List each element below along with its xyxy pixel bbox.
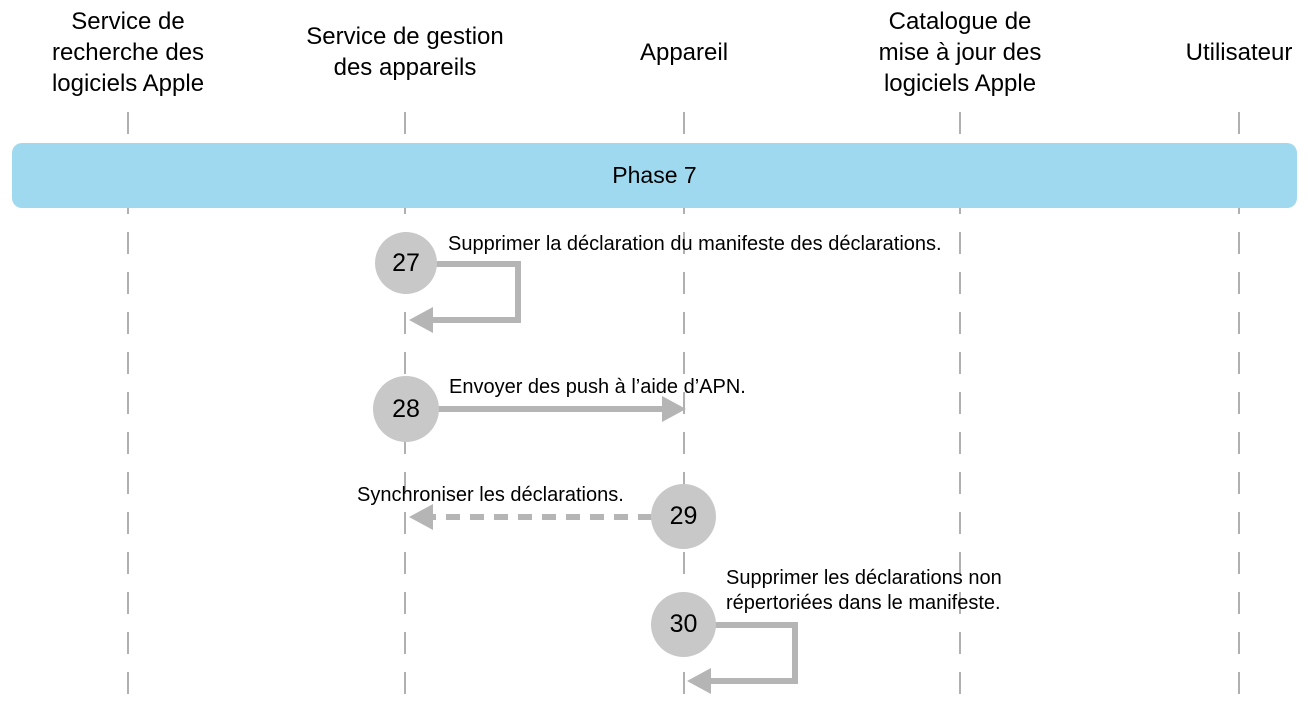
step-badge-30[interactable]: 30 xyxy=(651,592,716,657)
phase-label: Phase 7 xyxy=(612,162,697,188)
lifeline-header-device-management-service: Service de gestion des appareils xyxy=(306,23,504,81)
step-badge-28[interactable]: 28 xyxy=(373,376,439,442)
lifeline-header-device: Appareil xyxy=(639,39,729,66)
phase-banner: Phase 7 xyxy=(12,143,1297,208)
step-badge-29[interactable]: 29 xyxy=(651,484,716,549)
step-30-arrow xyxy=(687,622,798,694)
lifeline-header-apple-software-update-catalog: Catalogue de mise à jour des logiciels A… xyxy=(878,8,1042,97)
step-28-arrow xyxy=(424,396,686,422)
step-message-29: Synchroniser les déclarations. xyxy=(357,484,624,506)
lifeline-header-apple-software-lookup: Service de recherche des logiciels Apple xyxy=(51,8,205,97)
step-29-arrow xyxy=(409,504,652,530)
step-message-28: Envoyer des push à l’aide d’APN. xyxy=(449,376,746,398)
step-badge-27[interactable]: 27 xyxy=(375,232,437,294)
step-27-arrow xyxy=(409,261,521,333)
step-message-30: Supprimer les déclarations non répertori… xyxy=(726,567,1002,614)
step-message-27: Supprimer la déclaration du manifeste de… xyxy=(448,233,942,255)
lifeline-header-user: Utilisateur xyxy=(1185,39,1293,66)
